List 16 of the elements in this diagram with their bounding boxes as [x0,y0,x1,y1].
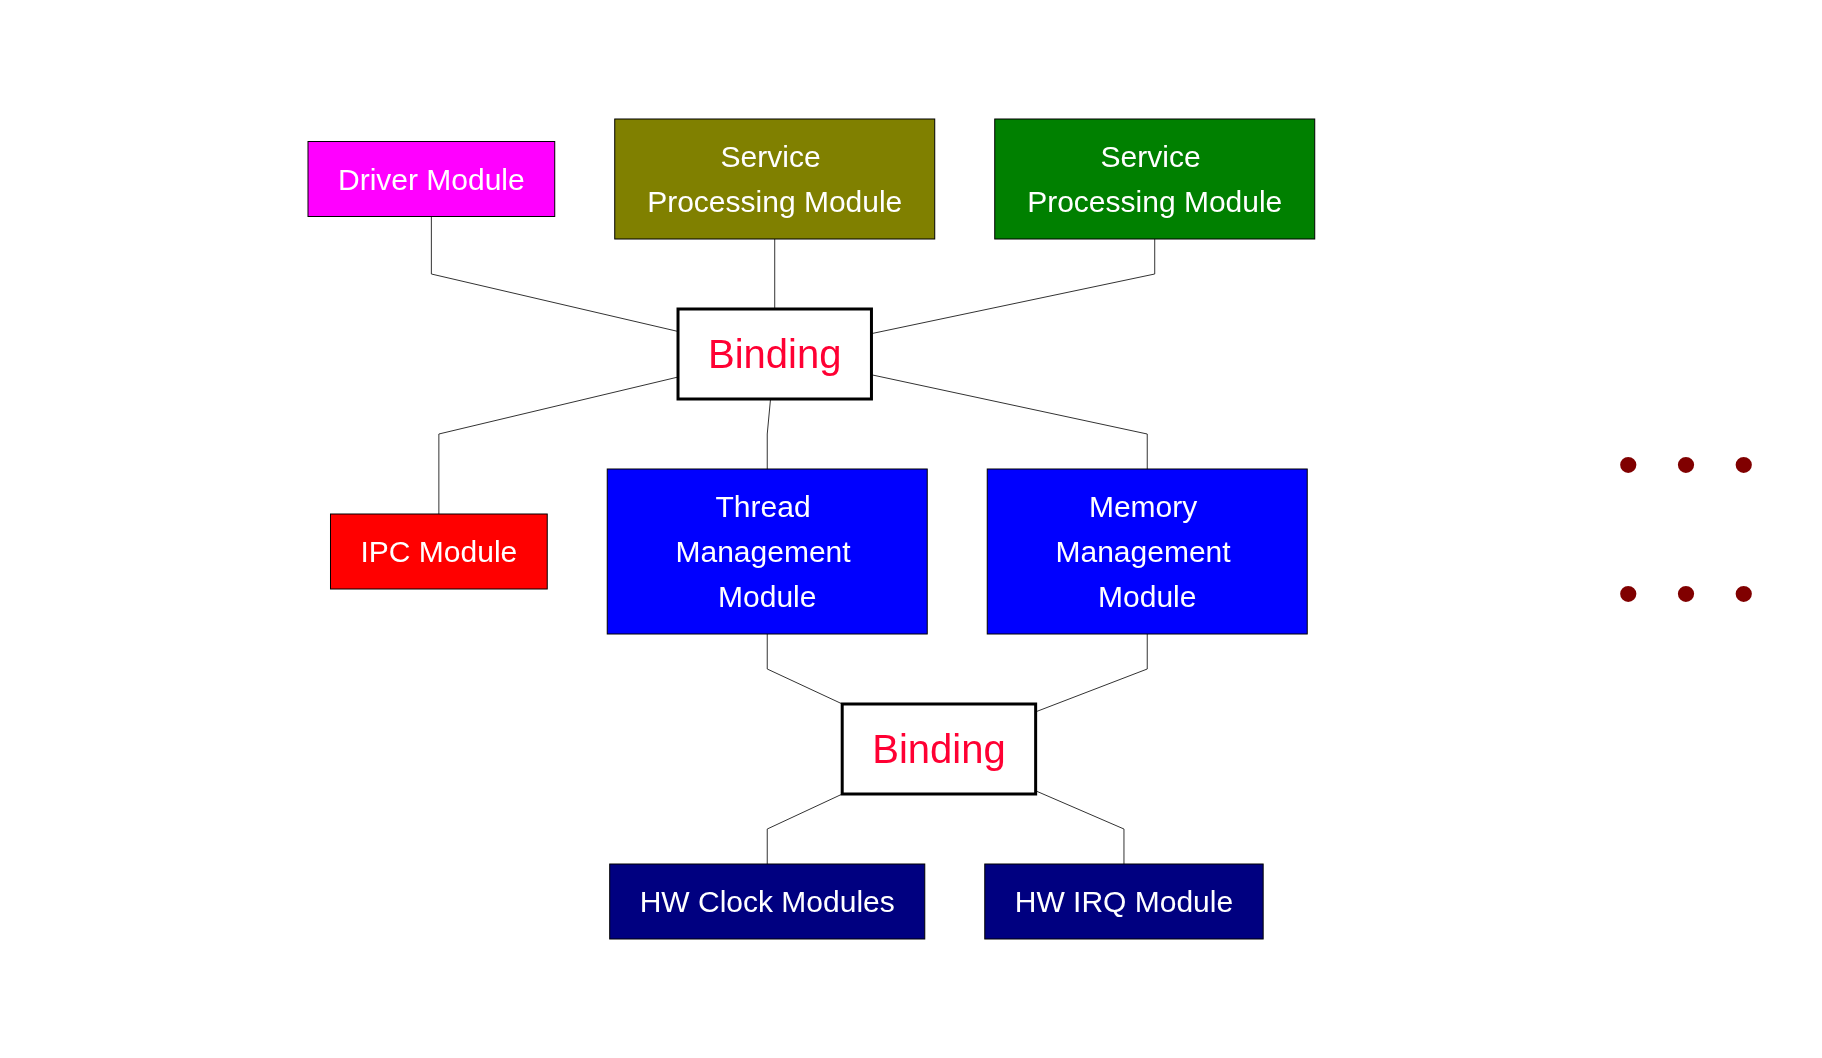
connector [773,238,775,310]
connector [766,793,843,865]
node-box: Service Processing Module [993,118,1315,240]
ellipsis-dots: • • • [1617,430,1765,499]
connector [1034,790,1125,865]
node-box: Driver Module [307,141,555,217]
node-box: Service Processing Module [613,118,935,240]
node-box: Binding [840,702,1037,796]
connector [766,633,843,705]
node-box: Binding [676,307,873,401]
node-box: HW IRQ Module [983,863,1264,940]
node-box: IPC Module [329,513,548,590]
node-box: Thread Management Module [606,468,928,635]
node-box: HW Clock Modules [608,863,925,940]
node-box: Memory Management Module [986,468,1308,635]
ellipsis-dots: • • • [1617,559,1765,628]
